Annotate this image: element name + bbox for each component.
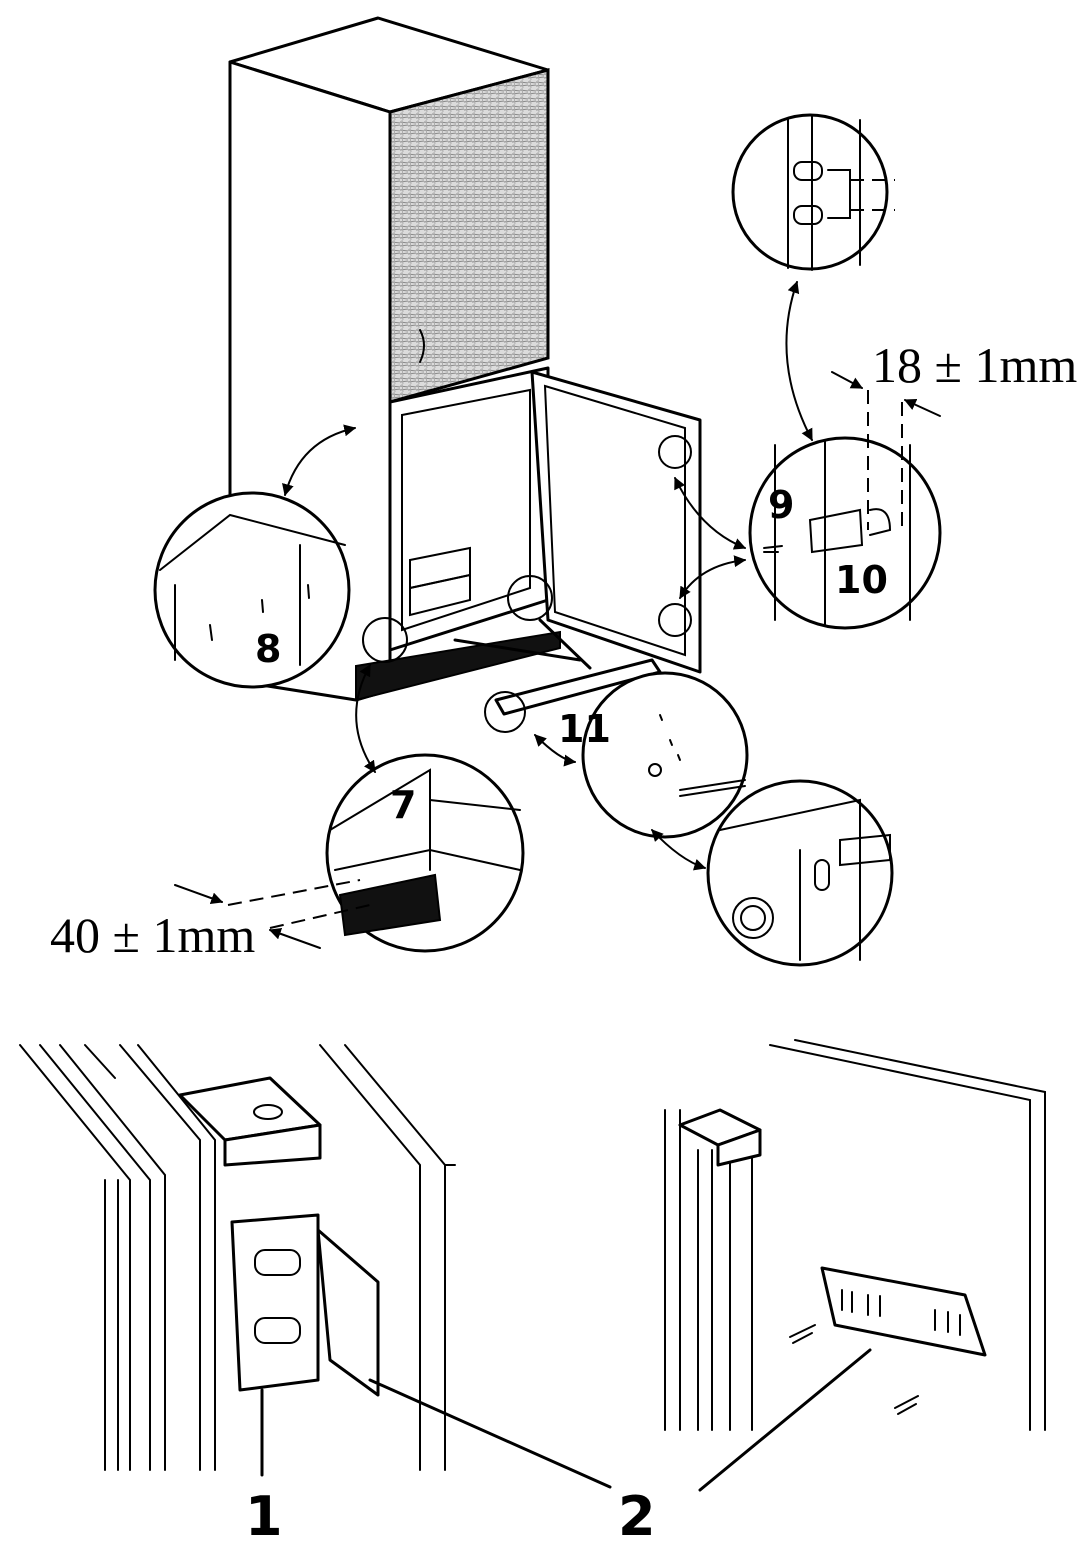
- callout-7: 7: [390, 783, 416, 827]
- door-gap-dimension-label: 18 ± 1mm: [872, 337, 1077, 393]
- zoom-detail-9-10: [748, 436, 942, 630]
- callout-10: 10: [835, 558, 888, 602]
- upper-door-handle: [419, 329, 425, 363]
- hinge-illustration: [19, 1044, 612, 1489]
- zoom-detail-8: [153, 491, 351, 689]
- zoom-detail-rail-end: [706, 779, 894, 967]
- zoom-detail-7: [325, 753, 525, 953]
- screw-icon: [789, 1324, 816, 1344]
- zoom-detail-hinge-top: [731, 113, 895, 271]
- open-lower-door: [530, 370, 702, 674]
- hinge-plate: [230, 1213, 320, 1392]
- dimension-18mm: [831, 371, 941, 530]
- door-bracket-plate: [820, 1266, 987, 1357]
- callout-2: 2: [618, 1485, 656, 1545]
- callout-8: 8: [255, 627, 281, 671]
- door-bracket-illustration: [664, 1039, 1046, 1492]
- plinth-gap-dimension-label: 40 ± 1mm: [50, 907, 255, 963]
- callout-9: 9: [768, 483, 794, 527]
- connector-arrows: [282, 280, 813, 871]
- zoom-detail-11: [581, 671, 749, 839]
- callout-11: 11: [558, 707, 611, 751]
- hinge-flap: [316, 1228, 380, 1397]
- callout-1: 1: [245, 1485, 283, 1545]
- leader-2a: [368, 1378, 612, 1489]
- leader-2b: [698, 1348, 872, 1492]
- dimension-40mm: [174, 879, 371, 949]
- upper-door: [388, 68, 550, 404]
- screw-icon: [894, 1395, 919, 1415]
